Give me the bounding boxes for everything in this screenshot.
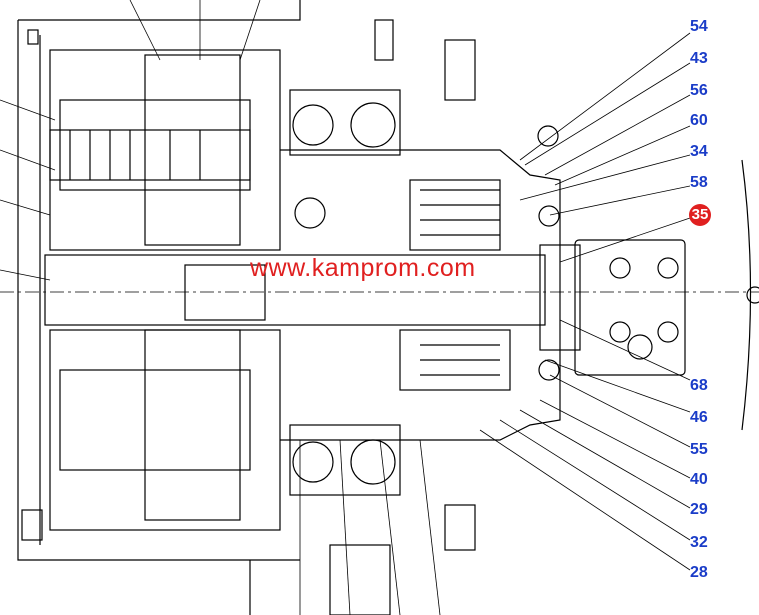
callout-35[interactable]: 35 [689,204,711,226]
callout-68[interactable]: 68 [690,377,708,394]
planetary-carrier [49,49,281,251]
callout-56[interactable]: 56 [690,82,708,99]
gear-upper [144,54,241,246]
callout-29[interactable]: 29 [690,501,708,518]
leader-lines [0,0,691,615]
callout-55[interactable]: 55 [690,441,708,458]
motor-housing [280,149,561,441]
callout-58[interactable]: 58 [690,174,708,191]
callout-34[interactable]: 34 [690,143,708,160]
lower-carrier [49,329,281,531]
callout-40[interactable]: 40 [690,471,708,488]
valve-block [574,239,686,376]
gear-lower [144,329,241,521]
callout-28[interactable]: 28 [690,564,708,581]
callout-46[interactable]: 46 [690,409,708,426]
callout-54[interactable]: 54 [690,18,708,35]
housing-outline [17,0,301,615]
callout-43[interactable]: 43 [690,50,708,67]
main-shaft [44,254,546,326]
callout-60[interactable]: 60 [690,112,708,129]
watermark: www.kamprom.com [250,254,476,282]
sprocket-arc [741,159,752,431]
bearings [289,89,401,496]
callout-32[interactable]: 32 [690,534,708,551]
